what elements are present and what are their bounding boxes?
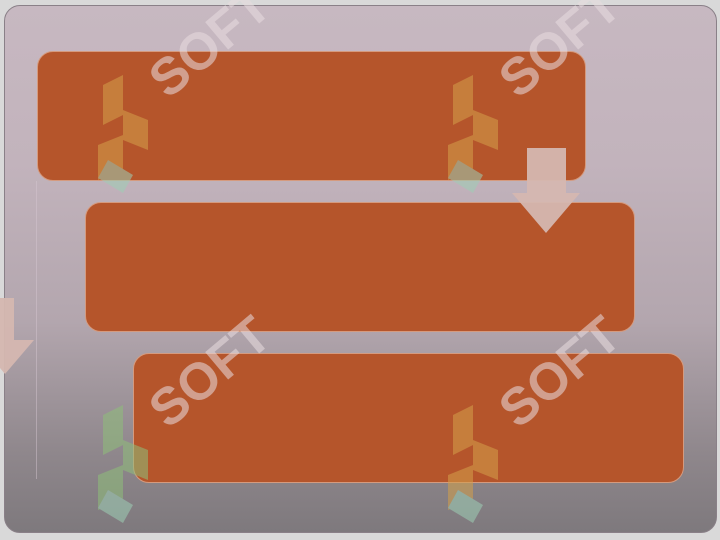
down-arrow-left-icon [0, 298, 34, 374]
watermark-text-3: SOFT [138, 305, 282, 439]
watermark-4: SOFT [448, 305, 632, 523]
watermark-text-4: SOFT [488, 305, 632, 439]
watermark-text-2: SOFT [488, 0, 632, 109]
watermark-3: SOFT [98, 305, 282, 523]
watermark-1: SOFT [98, 0, 282, 193]
watermark-text-1: SOFT [138, 0, 282, 109]
down-arrow-icon [512, 148, 580, 233]
process-box-3 [133, 353, 684, 483]
connector-line [36, 181, 37, 479]
